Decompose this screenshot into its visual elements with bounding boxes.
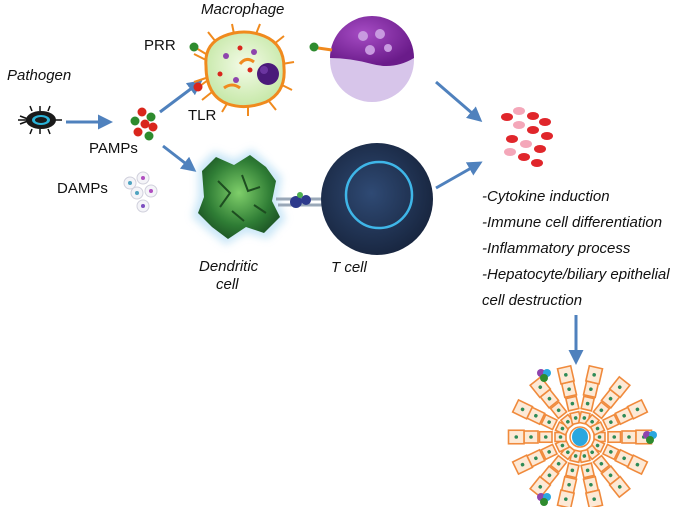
flow-arrows (66, 80, 584, 365)
outcome-item: -Hepatocyte/biliary epithelial (482, 266, 670, 283)
arrow-pamps-to-dendritic (162, 144, 197, 172)
activated-immune-cell (309, 16, 414, 102)
liver-lobule (507, 364, 657, 507)
outcome-item: -Inflammatory process (482, 240, 631, 257)
hepatocyte-plate (589, 437, 649, 476)
t-cell-label: T cell (331, 259, 367, 276)
hepatocyte-plate (511, 437, 571, 476)
tcr-mhc-interaction (276, 192, 326, 208)
tlr-receptor (193, 79, 209, 92)
hepatocyte-plate (593, 429, 653, 445)
pathogen-label: Pathogen (7, 67, 72, 84)
dendritic-cell-label-line1: Dendritic (199, 258, 259, 275)
arrow-tcell-to-cytokines (435, 161, 483, 190)
arrow-macrophage-to-cytokines (435, 80, 483, 122)
outcome-item: cell destruction (482, 292, 583, 309)
pamps-molecules (130, 107, 158, 141)
hepatocyte-plate (577, 448, 604, 507)
hepatocyte-plate (589, 398, 649, 437)
outcomes-list: -Cytokine induction -Immune cell differe… (482, 184, 670, 314)
cytokine-cluster (501, 107, 553, 167)
pathogen-icon (18, 105, 62, 135)
pamps-label: PAMPs (89, 140, 138, 157)
hepatocyte-plate (529, 444, 576, 499)
prr-receptor (189, 42, 207, 55)
dendritic-cell (192, 149, 286, 245)
central-vein-core (572, 428, 588, 446)
damps-label: DAMPs (57, 180, 108, 197)
hepatocyte-plate (529, 375, 576, 430)
portal-triad (643, 431, 657, 444)
damps-molecules (123, 171, 158, 213)
outcome-item: -Cytokine induction (482, 188, 610, 205)
t-cell (321, 143, 433, 255)
hepatocyte-plate (556, 364, 583, 426)
hepatocyte-plate (584, 444, 631, 499)
prr-label: PRR (144, 37, 176, 54)
portal-triad (537, 369, 551, 382)
macrophage-label: Macrophage (201, 1, 285, 18)
tlr-label: TLR (188, 107, 217, 124)
hepatocyte-plate (577, 364, 604, 426)
portal-triad (537, 493, 551, 506)
arrow-pamps-to-macrophage (159, 80, 203, 114)
hepatocyte-plate (584, 375, 631, 430)
hepatocyte-plate (507, 429, 567, 445)
outcome-item: -Immune cell differentiation (482, 214, 663, 231)
macrophage-cell (193, 23, 295, 116)
dendritic-cell-label-line2: cell (216, 276, 239, 293)
